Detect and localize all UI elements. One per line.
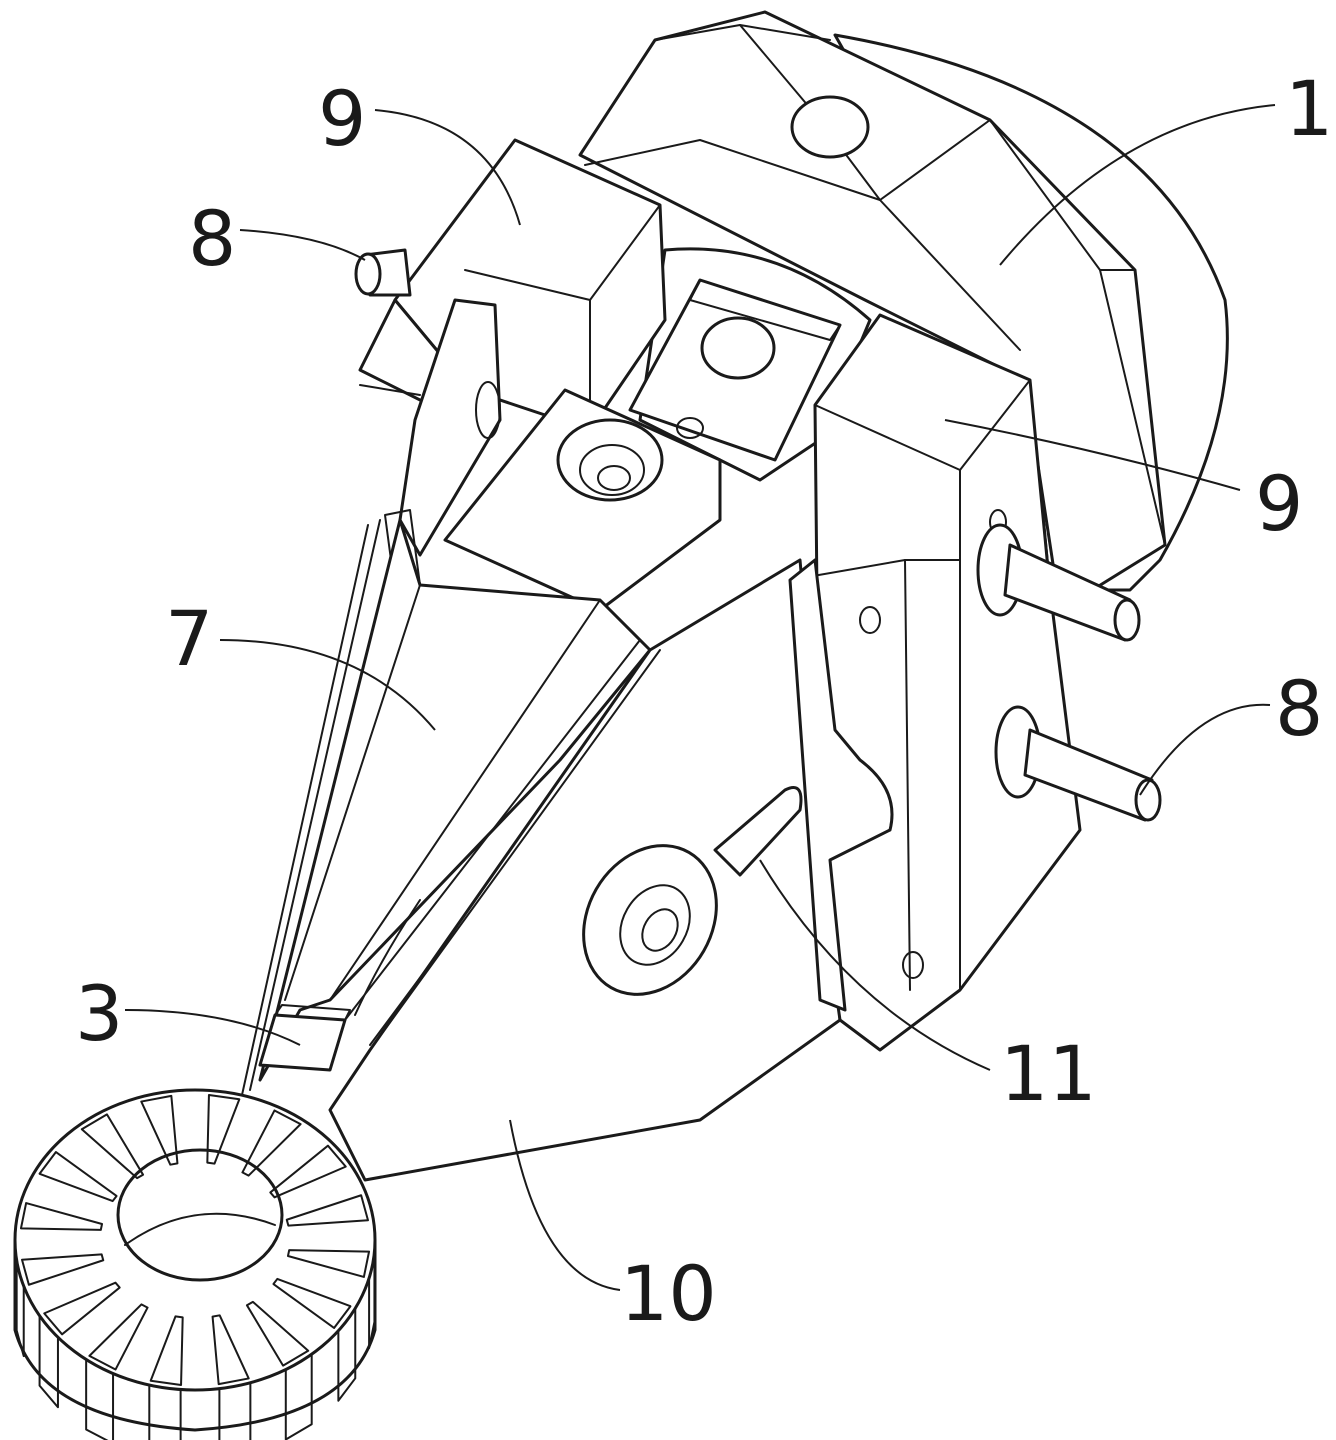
centre-block-hole [702, 318, 774, 378]
label-11: 11 [1000, 1029, 1097, 1118]
stator-ring [15, 1090, 375, 1440]
label-9-right: 9 [1255, 459, 1303, 548]
pin-8-left [356, 250, 410, 295]
housing-hole [792, 97, 868, 157]
label-8-left: 8 [188, 194, 236, 283]
counterbore [558, 420, 662, 500]
label-9-top: 9 [318, 74, 366, 163]
label-8-right: 8 [1275, 664, 1323, 753]
label-10: 10 [620, 1249, 717, 1338]
label-1: 1 [1285, 64, 1333, 153]
pad-part-3 [260, 1005, 350, 1070]
label-7: 7 [165, 594, 213, 683]
label-3: 3 [75, 969, 123, 1058]
